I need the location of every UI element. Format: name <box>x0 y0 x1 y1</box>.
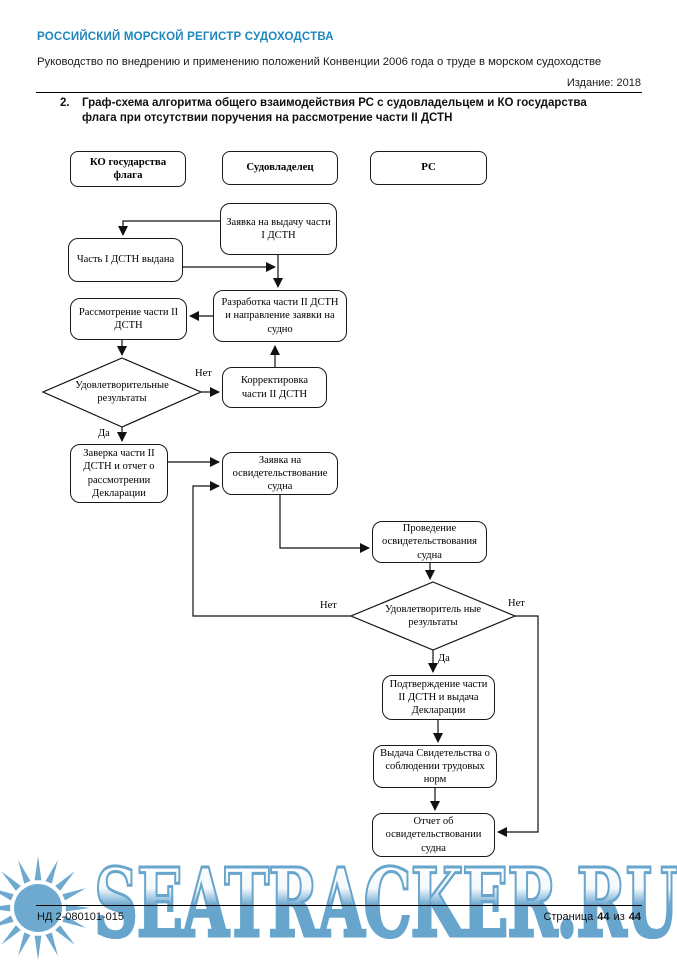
page-total: 44 <box>628 911 641 923</box>
page-label: Страница <box>543 911 594 923</box>
flow-node-confirm-part2: Подтверждение части II ДСТН и выдача Дек… <box>382 675 495 720</box>
header-divider <box>36 92 642 93</box>
watermark-text: SEATRACKER.RU <box>93 848 677 959</box>
flow-node-survey: Проведение освидетельствования судна <box>372 521 487 563</box>
watermark-sun-icon <box>0 856 90 960</box>
arrow-surveyrequest-to-survey <box>279 495 371 554</box>
footer-doc-number: НД 2-080101-015 <box>37 911 124 923</box>
arrow-decision2-no-right <box>496 615 539 838</box>
flow-node-survey-request: Заявка на освидетельствование судна <box>222 452 338 495</box>
flow-node-part1-issued: Часть I ДСТН выдана <box>68 238 183 282</box>
flow-node-issue-certificate: Выдача Свидетельства о соблюдении трудов… <box>373 745 497 788</box>
flow-node-survey-report: Отчет об освидетельствовании судна <box>372 813 495 857</box>
edition-label: Издание: 2018 <box>566 77 641 89</box>
label-no-decision2-right: Нет <box>508 598 525 609</box>
page-current: 44 <box>597 911 610 923</box>
flow-node-endorse-part2: Заверка части II ДСТН и отчет о рассмотр… <box>70 444 168 503</box>
section-number: 2. <box>60 97 70 109</box>
section-title: Граф-схема алгоритма общего взаимодейств… <box>82 97 587 124</box>
decision2-label: Удовлетворитель ные результаты <box>384 604 482 629</box>
label-yes-decision1: Да <box>98 428 110 439</box>
section-heading: 2. Граф-схема алгоритма общего взаимодей… <box>60 96 623 125</box>
flow-node-request-part1: Заявка на выдачу части I ДСТН <box>220 203 337 255</box>
label-no-decision1: Нет <box>195 368 212 379</box>
document-subtitle: Руководство по внедрению и применению по… <box>37 56 602 68</box>
lane-header-rs: РС <box>370 151 487 185</box>
footer-page-info: Страница 44 из 44 <box>543 911 641 923</box>
flow-node-correction: Корректировка части II ДСТН <box>222 367 327 408</box>
label-yes-decision2: Да <box>438 653 450 664</box>
page-of-label: из <box>613 911 625 923</box>
label-no-decision2-left: Нет <box>320 600 337 611</box>
arrow-decision2-no-left <box>192 480 351 617</box>
decision1-label: Удовлетворительные результаты <box>75 380 169 405</box>
footer-divider <box>36 905 642 906</box>
decision-diamond-2 <box>349 581 517 651</box>
org-title: РОССИЙСКИЙ МОРСКОЙ РЕГИСТР СУДОХОДСТВА <box>37 31 334 43</box>
flow-node-develop-part2: Разработка части II ДСТН и направление з… <box>213 290 347 342</box>
lane-header-flag-state: КО государства флага <box>70 151 186 187</box>
flow-node-review-part2: Рассмотрение части II ДСТН <box>70 298 187 340</box>
decision-diamond-1 <box>41 357 203 428</box>
lane-header-shipowner: Судовладелец <box>222 151 338 185</box>
arrow-request-to-part1issued <box>117 220 220 237</box>
